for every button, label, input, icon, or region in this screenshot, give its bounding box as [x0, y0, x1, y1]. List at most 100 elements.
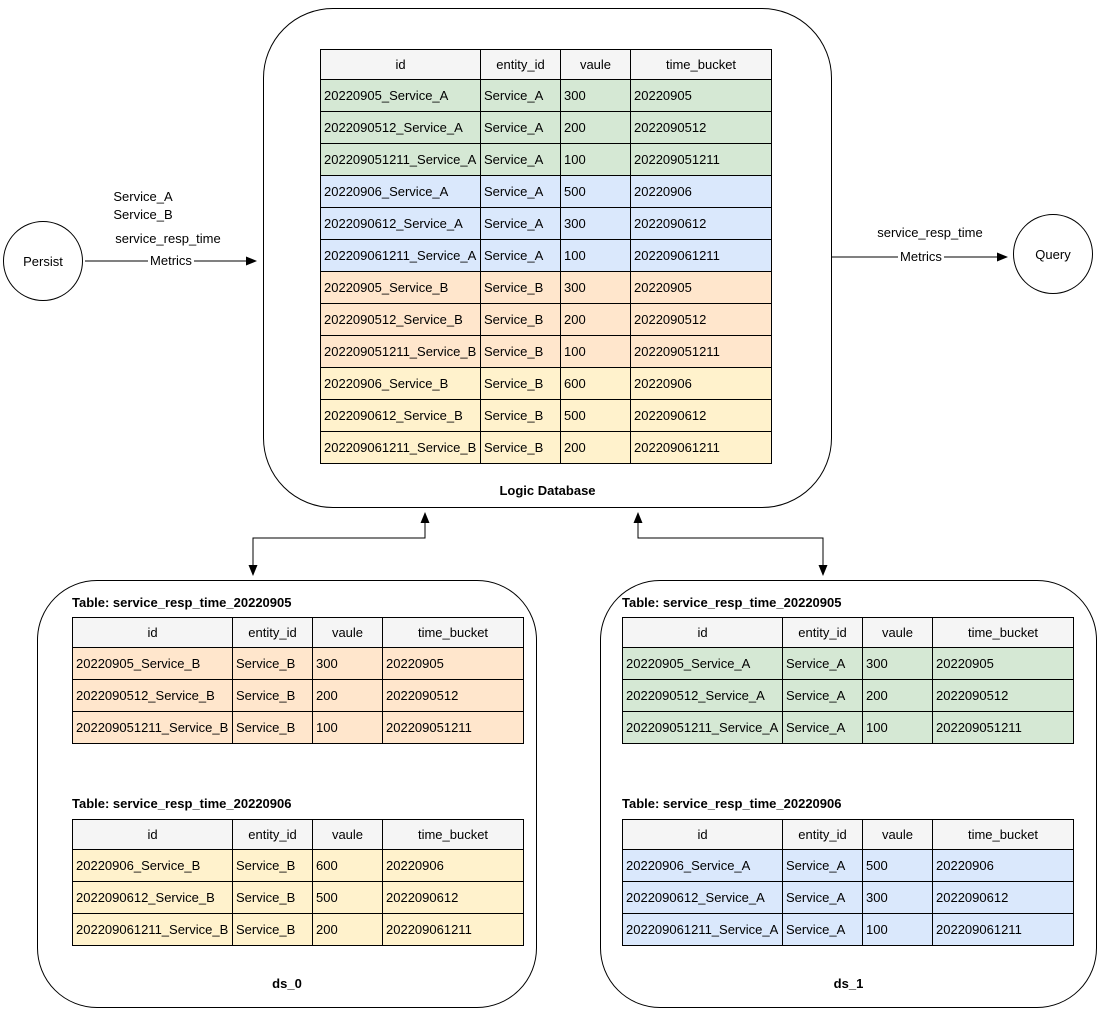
table-cell: Service_B: [232, 647, 313, 680]
table-cell: 20220905: [932, 647, 1074, 680]
ds1-table1-title: Table: service_resp_time_20220905: [622, 595, 842, 610]
column-header: entity_id: [232, 617, 313, 648]
table-cell: Service_B: [480, 431, 561, 464]
table-cell: 202209051211: [932, 711, 1074, 744]
table-cell: Service_B: [232, 913, 313, 946]
table-cell: 20220906_Service_B: [72, 849, 233, 882]
table-cell: Service_B: [232, 849, 313, 882]
table-cell: 2022090512_Service_B: [320, 303, 481, 336]
table-cell: Service_A: [782, 849, 863, 882]
table-cell: Service_B: [232, 679, 313, 712]
query-edge-metrics-label: Metrics: [898, 249, 944, 264]
table-cell: Service_A: [782, 913, 863, 946]
table-cell: 2022090512: [382, 679, 524, 712]
table-cell: 300: [560, 271, 631, 304]
column-header: time_bucket: [382, 617, 524, 648]
table-cell: Service_B: [480, 271, 561, 304]
persist-edge-service-a: Service_A: [113, 189, 173, 204]
column-header: time_bucket: [932, 819, 1074, 850]
table-cell: Service_A: [480, 111, 561, 144]
table-cell: 20220905_Service_B: [72, 647, 233, 680]
table-cell: 200: [560, 431, 631, 464]
column-header: vaule: [560, 49, 631, 80]
query-node: Query: [1013, 214, 1093, 294]
table-cell: 202209051211: [382, 711, 524, 744]
table-cell: 20220905_Service_A: [320, 79, 481, 112]
table-cell: 500: [312, 881, 383, 914]
table-cell: 2022090612_Service_B: [320, 399, 481, 432]
table-cell: Service_A: [782, 647, 863, 680]
table-cell: 202209051211_Service_B: [320, 335, 481, 368]
table-cell: 2022090612: [630, 399, 772, 432]
table-cell: Service_A: [480, 143, 561, 176]
persist-edge-sublabel: service_resp_time: [115, 231, 221, 246]
table-cell: Service_B: [232, 881, 313, 914]
table-cell: Service_B: [480, 303, 561, 336]
column-header: entity_id: [782, 819, 863, 850]
column-header: vaule: [862, 819, 933, 850]
column-header: vaule: [862, 617, 933, 648]
table-cell: 202209061211: [630, 239, 772, 272]
column-header: entity_id: [480, 49, 561, 80]
table-cell: Service_B: [480, 335, 561, 368]
table-cell: 20220906_Service_A: [622, 849, 783, 882]
column-header: id: [622, 819, 783, 850]
table-cell: Service_A: [480, 175, 561, 208]
table-cell: 300: [560, 207, 631, 240]
column-header: id: [622, 617, 783, 648]
logic-database-label: Logic Database: [499, 483, 596, 498]
table-cell: Service_A: [782, 679, 863, 712]
persist-node: Persist: [3, 221, 83, 301]
table-cell: 200: [560, 111, 631, 144]
table-cell: 2022090612: [932, 881, 1074, 914]
table-cell: 300: [560, 79, 631, 112]
table-cell: 200: [560, 303, 631, 336]
table-cell: 20220905: [630, 79, 772, 112]
table-cell: 300: [862, 881, 933, 914]
table-cell: Service_A: [480, 79, 561, 112]
table-cell: 300: [862, 647, 933, 680]
table-cell: 202209051211_Service_A: [622, 711, 783, 744]
table-cell: Service_A: [480, 239, 561, 272]
table-cell: 20220905: [630, 271, 772, 304]
ds0-table1-title: Table: service_resp_time_20220905: [72, 595, 292, 610]
table-cell: 202209051211_Service_B: [72, 711, 233, 744]
table-cell: 20220906_Service_A: [320, 175, 481, 208]
table-cell: 20220906: [932, 849, 1074, 882]
table-cell: 200: [312, 679, 383, 712]
table-cell: 100: [560, 239, 631, 272]
column-header: id: [320, 49, 481, 80]
table-cell: 20220906_Service_B: [320, 367, 481, 400]
table-cell: 500: [862, 849, 933, 882]
table-cell: 20220905_Service_A: [622, 647, 783, 680]
column-header: id: [72, 617, 233, 648]
table-cell: 100: [312, 711, 383, 744]
column-header: time_bucket: [382, 819, 524, 850]
query-node-label: Query: [1035, 246, 1071, 262]
table-cell: 2022090512: [630, 111, 772, 144]
column-header: entity_id: [782, 617, 863, 648]
